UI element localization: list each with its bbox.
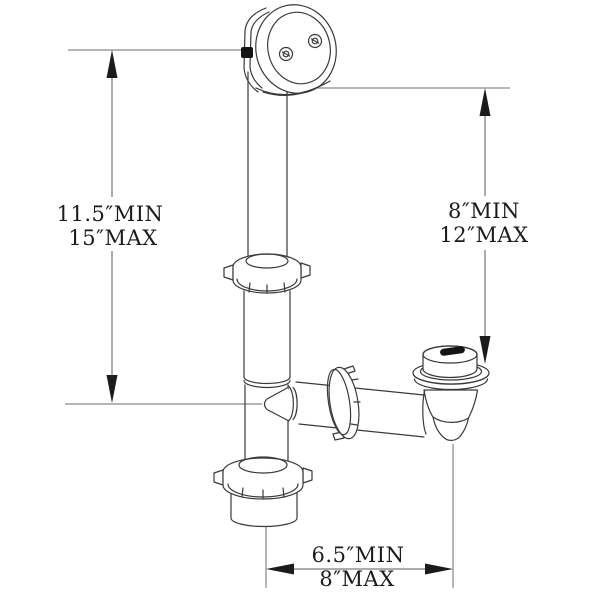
- upper-slip-nut: [223, 253, 311, 294]
- arrow-left-icon: [266, 563, 294, 575]
- waste-arm: [263, 381, 425, 438]
- lower-slip-nut: [213, 456, 313, 500]
- right-dimension: 8″MIN 12″MAX: [291, 87, 528, 364]
- arrow-down-icon: [106, 375, 118, 403]
- screw-icon: [278, 46, 294, 62]
- left-dimension: 11.5″MIN 15″MAX: [57, 49, 262, 405]
- drain-body-with-stopper: [412, 345, 490, 441]
- tee-fitting: [243, 290, 291, 471]
- tee-branch-cone: [263, 386, 289, 422]
- waste-arm-slip-nut: [326, 365, 361, 441]
- nut-lug: [300, 262, 311, 279]
- arrow-up-icon: [479, 88, 491, 116]
- faceplate-lip: [255, 80, 331, 96]
- overflow-slot: [241, 47, 253, 58]
- screw-icon: [307, 33, 323, 49]
- nut-lug: [223, 264, 234, 281]
- arrow-down-icon: [479, 336, 491, 364]
- bottom-dimension: 6.5″MIN 8″MAX: [265, 444, 454, 591]
- bottom-dimension-max-label: 8″MAX: [319, 567, 394, 591]
- stopper-slot: [440, 346, 465, 356]
- arrow-up-icon: [106, 50, 118, 78]
- nut-lug: [213, 469, 224, 486]
- waste-outlet: [230, 490, 298, 528]
- right-dimension-max-label: 12″MAX: [439, 223, 528, 247]
- left-dimension-min-label: 11.5″MIN: [57, 202, 164, 226]
- right-dimension-min-label: 8″MIN: [448, 199, 520, 223]
- overflow-tube: [247, 71, 288, 263]
- left-dimension-max-label: 15″MAX: [68, 226, 157, 250]
- drain-shoe: [423, 389, 479, 441]
- arrow-right-icon: [425, 563, 453, 575]
- nut-lug: [302, 467, 313, 484]
- bottom-dimension-min-label: 6.5″MIN: [312, 543, 405, 567]
- overflow-faceplate: [241, 4, 337, 96]
